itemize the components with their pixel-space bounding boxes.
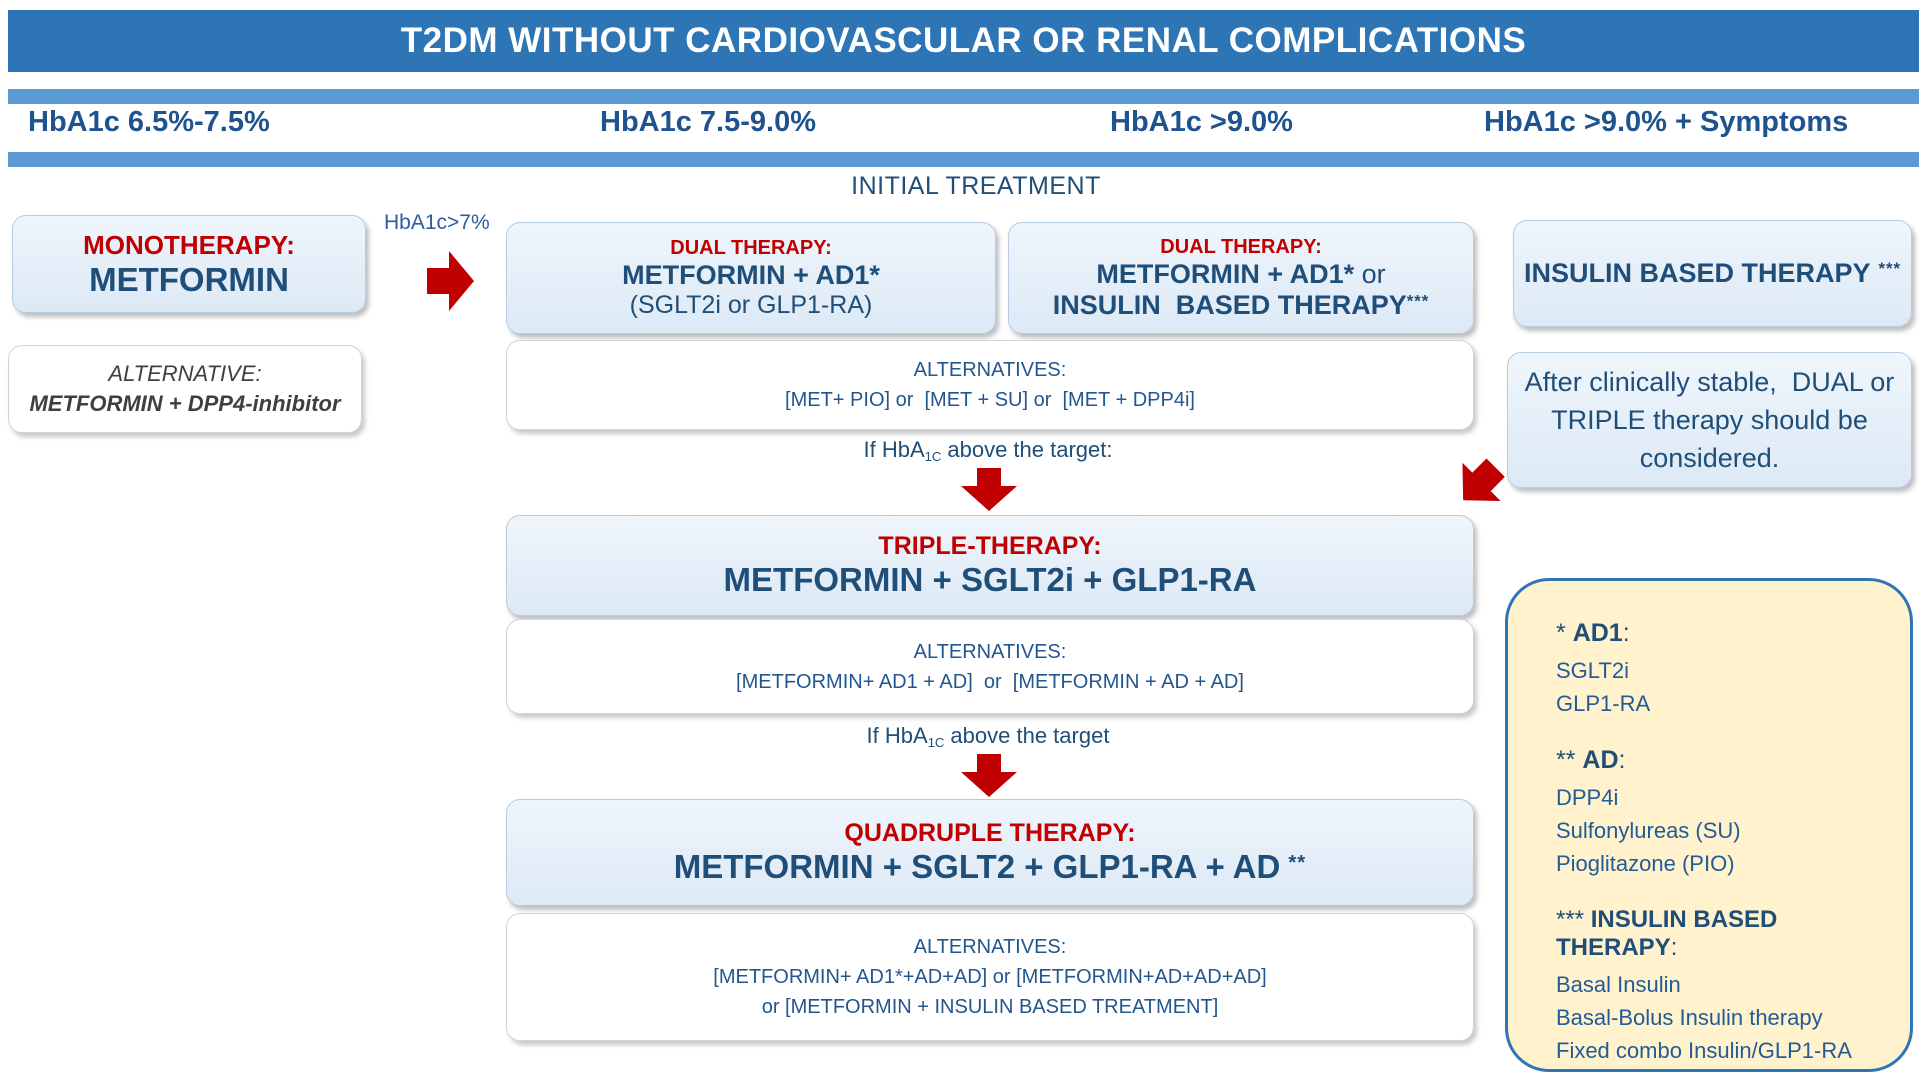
column-header-hba1c-6.5-7.5: HbA1c 6.5%-7.5% <box>28 106 270 138</box>
stable-note-box: After clinically stable, DUAL or TRIPLE … <box>1507 352 1912 488</box>
legend-item: Fixed combo Insulin/GLP1-RA <box>1556 1038 1852 1063</box>
column-header-hba1c-7.5-9.0: HbA1c 7.5-9.0% <box>600 106 816 138</box>
alt-triple-body: [METFORMIN+ AD1 + AD] or [METFORMIN + AD… <box>736 670 1244 693</box>
legend-item: DPP4i <box>1556 785 1619 810</box>
alt-dual-body: [MET+ PIO] or [MET + SU] or [MET + DPP4i… <box>785 389 1195 411</box>
legend-item: GLP1-RA <box>1556 691 1651 716</box>
insulin-based-therapy-box: INSULIN BASED THERAPY *** <box>1513 220 1912 327</box>
alt-mono-heading: ALTERNATIVE: <box>108 361 262 386</box>
arrow-down-left-icon <box>1433 439 1524 530</box>
legend-group-ad: ** AD: DPP4i Sulfonylureas (SU) Pioglita… <box>1556 746 1892 880</box>
alt-quad-line2: or [METFORMIN + INSULIN BASED TREATMENT] <box>761 996 1219 1018</box>
legend-group-ad1: * AD1: SGLT2i GLP1-RA <box>1556 619 1892 720</box>
alternatives-triple-box: ALTERNATIVES: [METFORMIN+ AD1 + AD] or [… <box>506 619 1474 714</box>
quadruple-body: METFORMIN + SGLT2 + GLP1-RA + AD <box>673 848 1281 885</box>
alt-dual-heading: ALTERNATIVES: <box>913 359 1067 381</box>
alternatives-quadruple-box: ALTERNATIVES: [METFORMIN+ AD1*+AD+AD] or… <box>506 913 1474 1041</box>
alt-quad-heading: ALTERNATIVES: <box>913 936 1067 958</box>
arrow-label-hba1c-gt-7: HbA1c>7% <box>384 211 490 234</box>
legend-item: SGLT2i <box>1556 658 1629 683</box>
legend-item: Basal Insulin <box>1556 972 1681 997</box>
legend-box: * AD1: SGLT2i GLP1-RA ** AD: DPP4i Sulfo… <box>1505 578 1913 1072</box>
insulin-box-text: INSULIN BASED THERAPY <box>1523 258 1871 288</box>
header-stripe-bottom <box>8 152 1919 167</box>
legend-item: Basal-Bolus Insulin therapy <box>1556 1005 1823 1030</box>
header-stripe-top <box>8 89 1919 104</box>
dual-right-line1-tail: or <box>1354 258 1386 289</box>
alternatives-dual-box: ALTERNATIVES: [MET+ PIO] or [MET + SU] o… <box>506 340 1474 430</box>
stable-note-text: After clinically stable, DUAL or TRIPLE … <box>1524 367 1902 473</box>
insulin-box-sup: *** <box>1878 259 1902 279</box>
if-above-target-note-2: If HbA1C above the target <box>866 723 1110 750</box>
dual-mid-heading: DUAL THERAPY: <box>670 236 832 259</box>
column-header-hba1c-gt-9.0: HbA1c >9.0% <box>1110 106 1293 138</box>
page-title: T2DM WITHOUT CARDIOVASCULAR OR RENAL COM… <box>400 21 1527 60</box>
triple-therapy-box: TRIPLE-THERAPY: METFORMIN + SGLT2i + GLP… <box>506 515 1474 616</box>
dual-right-line2-sup: *** <box>1406 290 1430 310</box>
if-above-target-note-1: If HbA1C above the target: <box>863 437 1113 464</box>
title-bar: T2DM WITHOUT CARDIOVASCULAR OR RENAL COM… <box>8 10 1919 72</box>
monotherapy-box: MONOTHERAPY: METFORMIN <box>12 215 366 313</box>
dual-therapy-box-right: DUAL THERAPY: METFORMIN + AD1* or INSULI… <box>1008 222 1474 334</box>
dual-therapy-box-mid: DUAL THERAPY: METFORMIN + AD1* (SGLT2i o… <box>506 222 996 334</box>
dual-mid-line1: METFORMIN + AD1* <box>622 259 880 290</box>
triple-body: METFORMIN + SGLT2i + GLP1-RA <box>723 561 1257 598</box>
legend-item: Sulfonylureas (SU) <box>1556 818 1741 843</box>
legend-item: Pioglitazone (PIO) <box>1556 851 1735 876</box>
alt-mono-body: METFORMIN + DPP4-inhibitor <box>29 391 341 416</box>
quadruple-sup: ** <box>1288 850 1307 874</box>
dual-right-line1-main: METFORMIN + AD1* <box>1096 258 1355 289</box>
arrow-down-icon <box>957 754 1021 798</box>
quadruple-therapy-box: QUADRUPLE THERAPY: METFORMIN + SGLT2 + G… <box>506 799 1474 906</box>
section-label-initial-treatment: INITIAL TREATMENT <box>851 172 1101 200</box>
arrow-right-icon <box>420 243 478 319</box>
arrow-down-icon <box>957 468 1021 512</box>
column-header-hba1c-gt-9.0-symptoms: HbA1c >9.0% + Symptoms <box>1484 106 1849 138</box>
quadruple-heading: QUADRUPLE THERAPY: <box>844 819 1136 847</box>
dual-right-heading: DUAL THERAPY: <box>1160 235 1322 258</box>
monotherapy-heading: MONOTHERAPY: <box>83 229 295 260</box>
alt-quad-line1: [METFORMIN+ AD1*+AD+AD] or [METFORMIN+AD… <box>713 966 1267 988</box>
legend-group-insulin-based-therapy: *** INSULIN BASED THERAPY: Basal Insulin… <box>1556 906 1892 1067</box>
monotherapy-body: METFORMIN <box>89 260 289 298</box>
dual-mid-line2: (SGLT2i or GLP1-RA) <box>629 290 873 319</box>
dual-right-line2-main: INSULIN BASED THERAPY <box>1052 289 1407 320</box>
alt-triple-heading: ALTERNATIVES: <box>913 640 1067 663</box>
alternative-monotherapy-box: ALTERNATIVE: METFORMIN + DPP4-inhibitor <box>8 345 362 433</box>
triple-heading: TRIPLE-THERAPY: <box>878 532 1102 560</box>
